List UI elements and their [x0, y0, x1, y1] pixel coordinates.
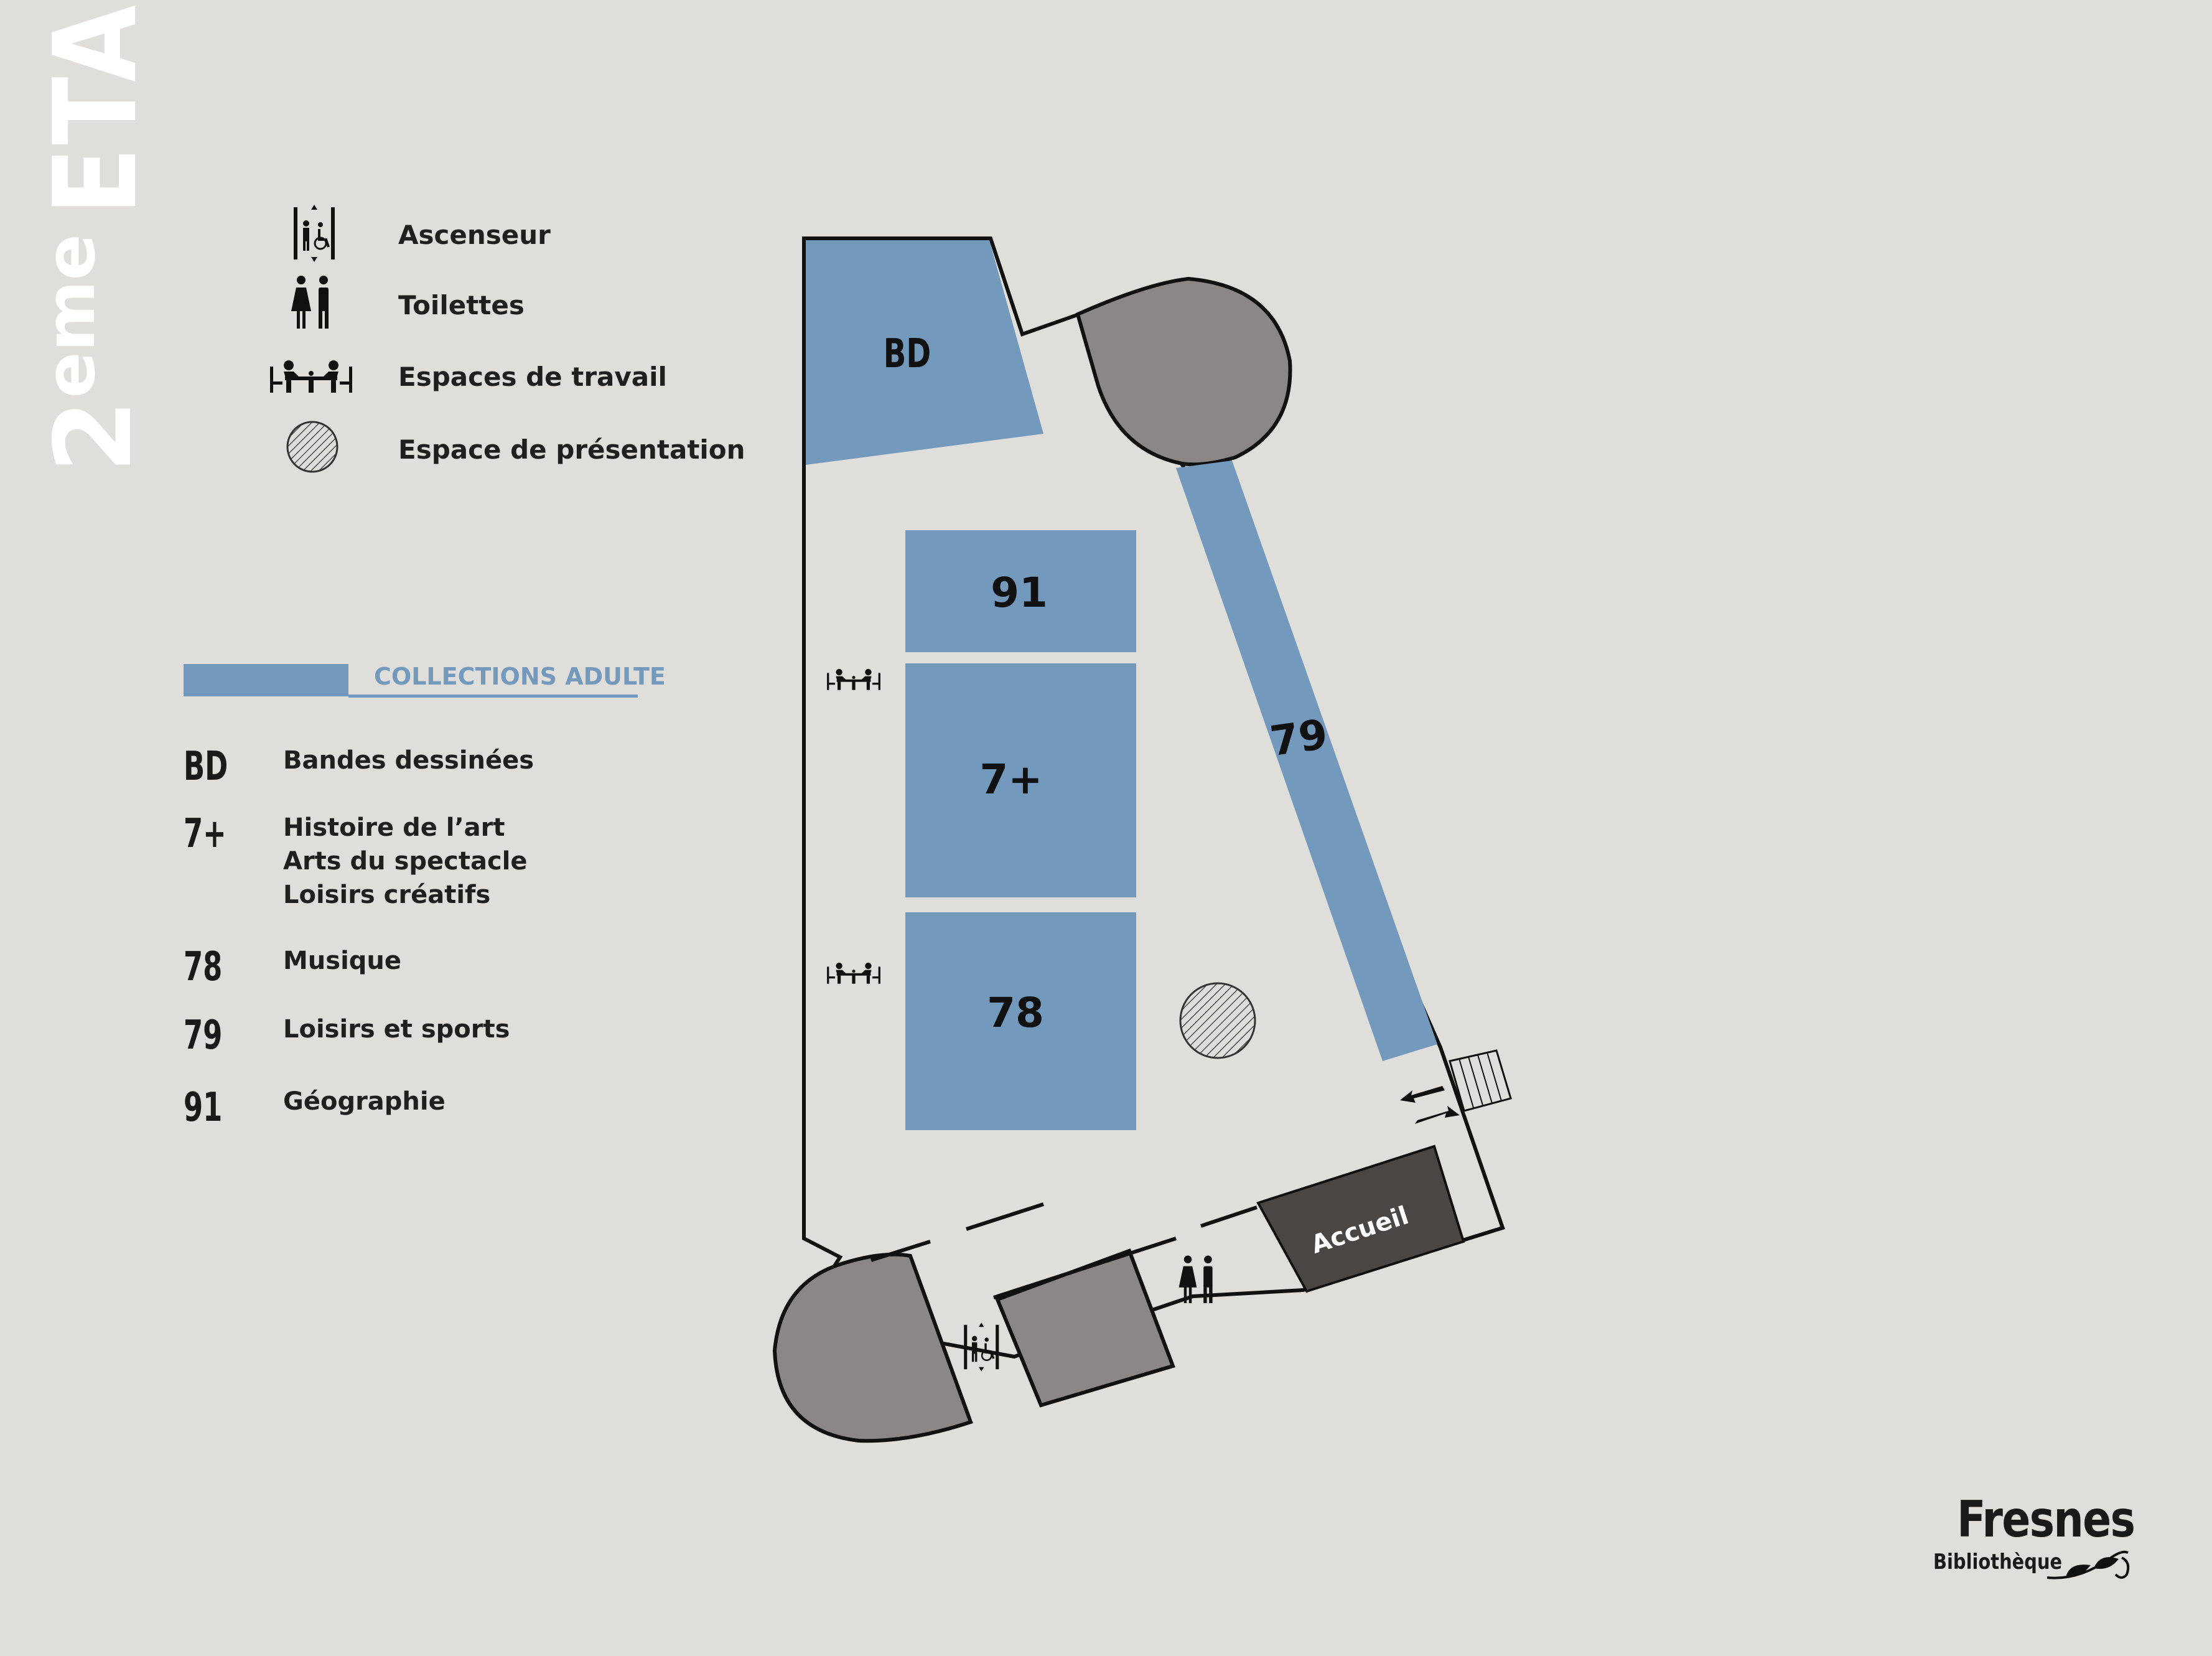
legend-label-toilets: Toilettes: [398, 290, 525, 320]
workspace-icon: [270, 360, 352, 393]
collection-description: Bandes dessinées: [283, 744, 534, 777]
collections-color-swatch: [184, 664, 348, 696]
leaf-icon: [2046, 1550, 2130, 1579]
stair-tower-north: [1075, 276, 1292, 467]
toilets-icon: [291, 276, 329, 329]
legend-item-elevator: Ascenseur: [261, 202, 759, 271]
legend-label-presentation: Espace de présentation: [398, 434, 745, 465]
map-label-7plus: 7+: [979, 755, 1042, 803]
collections-header: COLLECTIONS ADULTE: [184, 663, 666, 700]
collection-code: BD: [184, 744, 228, 790]
collection-bd-area: [806, 240, 1043, 465]
collections-title: COLLECTIONS ADULTE: [374, 663, 666, 690]
collection-code: 7+: [184, 811, 226, 857]
map-label-78: 78: [987, 989, 1044, 1037]
collection-79-area: [1176, 461, 1437, 1061]
stair-tower-south: [772, 1252, 973, 1443]
collection-line: Loisirs et sports: [283, 1015, 510, 1044]
collection-line: Géographie: [283, 1087, 446, 1116]
map-label-79: 79: [1267, 710, 1331, 765]
collection-description: Histoire de l’art Arts du spectacle Lois…: [283, 811, 528, 912]
collection-78-area: [905, 912, 1136, 1130]
accueil-desk: [1256, 1144, 1465, 1293]
partition-line: [966, 1202, 1044, 1231]
collection-description: Loisirs et sports: [283, 1013, 510, 1046]
collection-line: Histoire de l’art: [283, 813, 505, 842]
collection-line: Musique: [283, 947, 402, 975]
collection-line: Bandes dessinées: [283, 746, 534, 775]
fresnes-bibliotheque-logo: Fresnes Bibliothèque: [1926, 1490, 2137, 1590]
entrance-stairs-steps: [1458, 1052, 1502, 1108]
collection-description: Géographie: [283, 1085, 446, 1118]
collections-underline: [348, 695, 638, 698]
collection-code: 91: [184, 1085, 223, 1131]
entrance-stairs: [1449, 1049, 1512, 1112]
collection-7plus-area: [905, 663, 1136, 897]
partition-line: [870, 1240, 931, 1262]
toilets-icon: [1178, 1255, 1213, 1303]
presentation-area-icon: [286, 421, 338, 473]
legend-item-presentation: Espace de présentation: [261, 417, 759, 485]
collection-code: 78: [184, 944, 223, 990]
collection-line: Arts du spectacle: [283, 847, 528, 876]
legend-item-workspace: Espaces de travail: [261, 344, 759, 413]
elevator-icon: [964, 1322, 999, 1372]
logo-subtitle: Bibliothèque: [1933, 1550, 2063, 1574]
collection-line: Loisirs créatifs: [283, 881, 491, 909]
map-label-91: 91: [991, 569, 1048, 617]
collection-description: Musique: [283, 944, 401, 978]
partition-line: [993, 1237, 1177, 1299]
map-label-bd: BD: [884, 330, 931, 377]
workspace-icon: [827, 962, 880, 984]
elevator-icon: [294, 205, 335, 262]
logo-title: Fresnes: [1957, 1490, 2135, 1548]
collection-code: 79: [184, 1013, 223, 1059]
legend-label-elevator: Ascenseur: [398, 220, 551, 250]
entrance-arrows-icon: [1400, 1086, 1460, 1124]
legend-label-workspace: Espaces de travail: [398, 362, 667, 392]
legend-item-toilets: Toilettes: [261, 273, 759, 341]
collection-91-area: [905, 530, 1136, 652]
partition-line: [1200, 1205, 1258, 1228]
presentation-area: [1179, 982, 1256, 1059]
workspace-icon: [827, 668, 880, 690]
